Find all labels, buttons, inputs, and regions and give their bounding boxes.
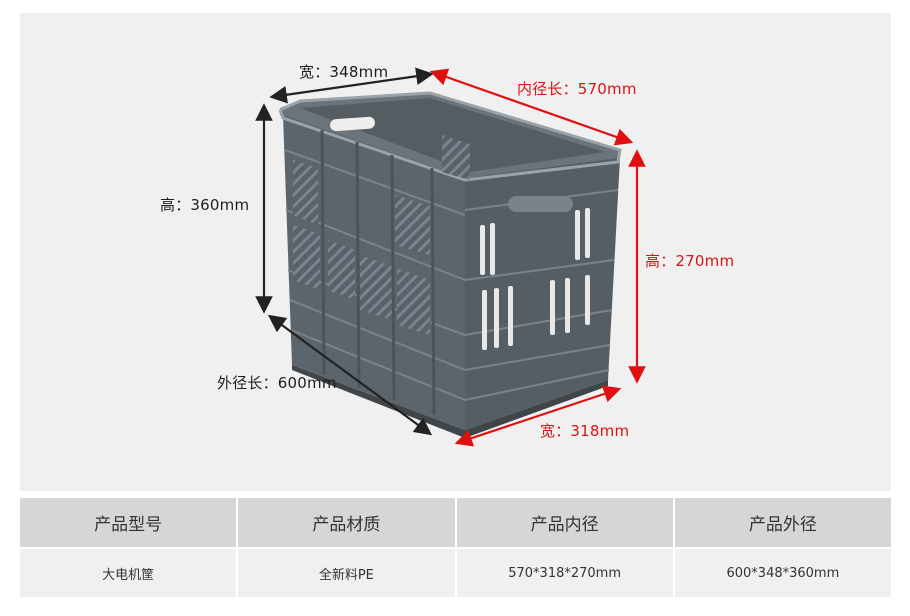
- inner-length-label: 内径长：570mm: [517, 80, 637, 98]
- cell-inner-size: 570*318*270mm: [456, 549, 673, 597]
- table-header-row: 产品型号 产品材质 产品内径 产品外径: [20, 498, 891, 547]
- cell-outer-size: 600*348*360mm: [674, 549, 891, 597]
- header-inner-size: 产品内径: [456, 498, 673, 547]
- cell-model: 大电机筐: [20, 549, 237, 597]
- header-material: 产品材质: [238, 498, 455, 547]
- inner-width-arrow: [454, 385, 622, 447]
- spec-table: 产品型号 产品材质 产品内径 产品外径 大电机筐 全新料PE 570*318*2…: [20, 498, 891, 599]
- inner-height-label: 高：270mm: [645, 252, 735, 270]
- header-model: 产品型号: [20, 498, 237, 547]
- outer-width-label: 宽：348mm: [299, 63, 389, 81]
- cell-material: 全新料PE: [238, 549, 455, 597]
- crate-dimension-diagram: [255, 67, 646, 447]
- outer-height-label: 高：360mm: [160, 196, 250, 214]
- outer-width-arrow: [269, 67, 434, 104]
- outer-length-label: 外径长：600mm: [217, 374, 337, 392]
- outer-length-arrow: [267, 314, 433, 436]
- inner-length-arrow: [429, 68, 634, 146]
- inner-width-label: 宽：318mm: [540, 422, 630, 440]
- table-row: 大电机筐 全新料PE 570*318*270mm 600*348*360mm: [20, 549, 891, 597]
- header-outer-size: 产品外径: [674, 498, 891, 547]
